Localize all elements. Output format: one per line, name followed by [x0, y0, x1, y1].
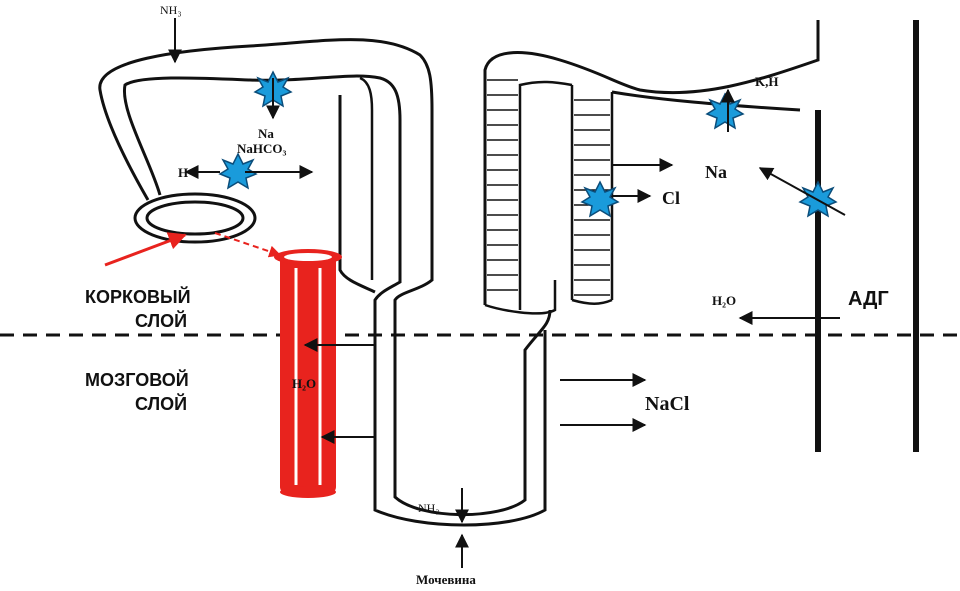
limb-base	[484, 280, 557, 315]
bowman-capsule-outer	[133, 192, 257, 244]
h-label: H	[178, 165, 188, 180]
proximal-descending-wall	[338, 95, 376, 294]
efferent-arrow	[214, 232, 282, 258]
nh3-bottom-label: NH₃	[418, 501, 440, 515]
thick-ascending-limb-outer	[483, 20, 820, 305]
kh-pump-icon	[706, 93, 744, 129]
nh3-top-label: NH₃	[160, 3, 182, 17]
proximal-tubule-outer	[98, 38, 552, 517]
kh-label: K,H	[755, 74, 778, 89]
vasa-recta-vessel	[274, 249, 342, 498]
cortex-label-1: КОРКОВЫЙ	[85, 286, 191, 307]
na-right-label: Na	[705, 162, 727, 182]
hatching-left	[487, 79, 518, 291]
h2o-right-label: H₂O	[712, 293, 736, 308]
na-collecting-arrow	[758, 167, 846, 216]
distal-tubule-wall	[611, 90, 801, 112]
proximal-tubule-inner	[122, 74, 547, 527]
thick-ascending-limb-inner	[518, 80, 573, 310]
adh-label: АДГ	[848, 288, 889, 310]
medulla-label-2: СЛОЙ	[135, 393, 187, 414]
cortex-label-2: СЛОЙ	[135, 310, 187, 331]
bowman-capsule-inner	[145, 200, 245, 236]
afferent-arrow	[104, 232, 187, 267]
na-label: Na	[258, 126, 274, 141]
proximal-second-wall	[359, 76, 374, 280]
medulla-label-1: МОЗГОВОЙ	[85, 369, 189, 390]
nahco3-label: NaHCO₃	[237, 141, 287, 156]
h2o-vessel-label: H₂O	[292, 376, 316, 391]
cl-label: Cl	[662, 188, 680, 208]
nacl-label: NaCl	[645, 393, 690, 415]
urea-label: Мочевина	[416, 572, 476, 587]
